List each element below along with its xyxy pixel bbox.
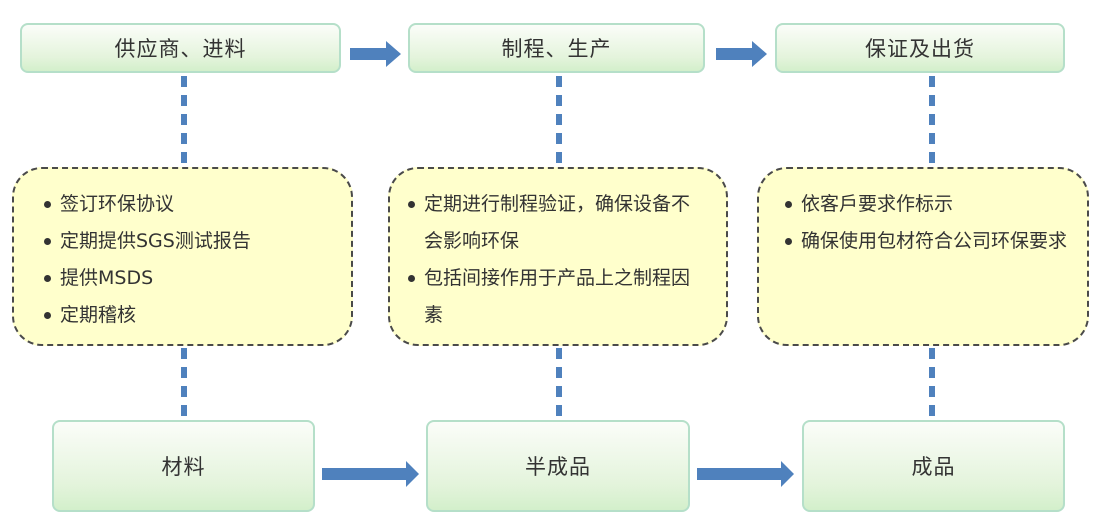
list-item: 包括间接作用于产品上之制程因素 <box>408 260 706 334</box>
stage-label: 成品 <box>911 455 956 479</box>
note-list: 依客戶要求作标示 确保使用包材符合公司环保要求 <box>785 186 1067 260</box>
list-item-text: 依客戶要求作标示 <box>801 193 954 215</box>
arrow-right-icon <box>697 461 794 487</box>
stage-label: 保证及出货 <box>865 37 975 61</box>
list-item-text: 定期提供SGS测试报告 <box>60 230 251 252</box>
bullet-icon <box>785 238 792 245</box>
connector-top-to-note-2 <box>929 76 935 167</box>
list-item: 确保使用包材符合公司环保要求 <box>785 223 1067 260</box>
list-item: 提供MSDS <box>44 260 341 297</box>
note-shipping-requirements: 依客戶要求作标示 确保使用包材符合公司环保要求 <box>757 167 1089 346</box>
bullet-icon <box>408 201 415 208</box>
note-supplier-requirements: 签订环保协议 定期提供SGS测试报告 提供MSDS 定期稽核 <box>12 167 353 346</box>
bullet-icon <box>44 312 51 319</box>
list-item: 定期进行制程验证，确保设备不会影响环保 <box>408 186 706 260</box>
list-item-text: 提供MSDS <box>60 267 154 289</box>
stage-label: 材料 <box>161 455 206 479</box>
stage-finished-product: 成品 <box>802 420 1065 512</box>
connector-note-to-bottom-0 <box>181 348 187 420</box>
connector-note-to-bottom-2 <box>929 348 935 420</box>
list-item-text: 定期稽核 <box>60 304 137 326</box>
connector-note-to-bottom-1 <box>556 348 562 420</box>
stage-supplier-incoming: 供应商、进料 <box>20 23 341 73</box>
stage-semi-finished: 半成品 <box>426 420 690 512</box>
bullet-icon <box>44 201 51 208</box>
list-item-text: 确保使用包材符合公司环保要求 <box>801 230 1068 252</box>
arrow-right-icon <box>322 461 419 487</box>
arrow-right-icon <box>350 41 401 67</box>
list-item: 签订环保协议 <box>44 186 341 223</box>
note-list: 定期进行制程验证，确保设备不会影响环保 包括间接作用于产品上之制程因素 <box>408 186 706 334</box>
stage-label: 半成品 <box>525 455 591 479</box>
note-list: 签订环保协议 定期提供SGS测试报告 提供MSDS 定期稽核 <box>44 186 341 334</box>
list-item: 定期稽核 <box>44 297 341 334</box>
bullet-icon <box>44 275 51 282</box>
arrow-right-icon <box>716 41 767 67</box>
stage-material: 材料 <box>52 420 315 512</box>
stage-assurance-shipping: 保证及出货 <box>775 23 1065 73</box>
list-item: 定期提供SGS测试报告 <box>44 223 341 260</box>
connector-top-to-note-1 <box>556 76 562 167</box>
list-item-text: 包括间接作用于产品上之制程因素 <box>424 267 691 326</box>
stage-label: 供应商、进料 <box>114 37 247 61</box>
bullet-icon <box>408 275 415 282</box>
bullet-icon <box>44 238 51 245</box>
connector-top-to-note-0 <box>181 76 187 167</box>
stage-process-production: 制程、生产 <box>408 23 705 73</box>
bullet-icon <box>785 201 792 208</box>
list-item: 依客戶要求作标示 <box>785 186 1067 223</box>
stage-label: 制程、生产 <box>501 37 612 61</box>
note-process-requirements: 定期进行制程验证，确保设备不会影响环保 包括间接作用于产品上之制程因素 <box>388 167 728 346</box>
list-item-text: 签订环保协议 <box>60 193 175 215</box>
list-item-text: 定期进行制程验证，确保设备不会影响环保 <box>424 193 691 252</box>
